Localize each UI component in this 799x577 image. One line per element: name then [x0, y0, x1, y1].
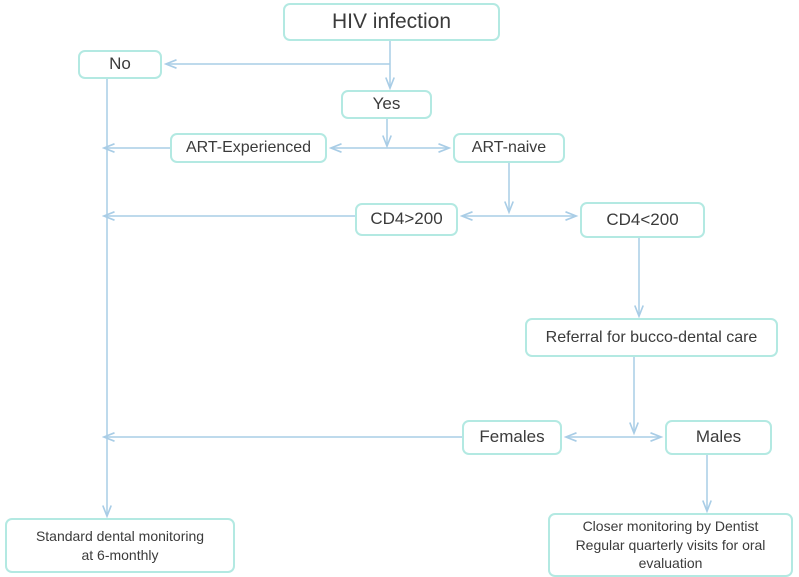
node-standard-dental-monitoring[interactable]: Standard dental monitoring at 6-monthly	[5, 518, 235, 573]
node-cd4-greater-200[interactable]: CD4>200	[355, 203, 458, 236]
node-cd4-less-200[interactable]: CD4<200	[580, 202, 705, 238]
node-no[interactable]: No	[78, 50, 162, 79]
node-closer-monitoring[interactable]: Closer monitoring by Dentist Regular qua…	[548, 513, 793, 577]
node-hiv-infection[interactable]: HIV infection	[283, 3, 500, 41]
node-art-experienced[interactable]: ART-Experienced	[170, 133, 327, 163]
node-males[interactable]: Males	[665, 420, 772, 455]
node-referral-bucco-dental-care[interactable]: Referral for bucco-dental care	[525, 318, 778, 357]
node-yes[interactable]: Yes	[341, 90, 432, 119]
node-art-naive[interactable]: ART-naive	[453, 133, 565, 163]
node-females[interactable]: Females	[462, 420, 562, 455]
